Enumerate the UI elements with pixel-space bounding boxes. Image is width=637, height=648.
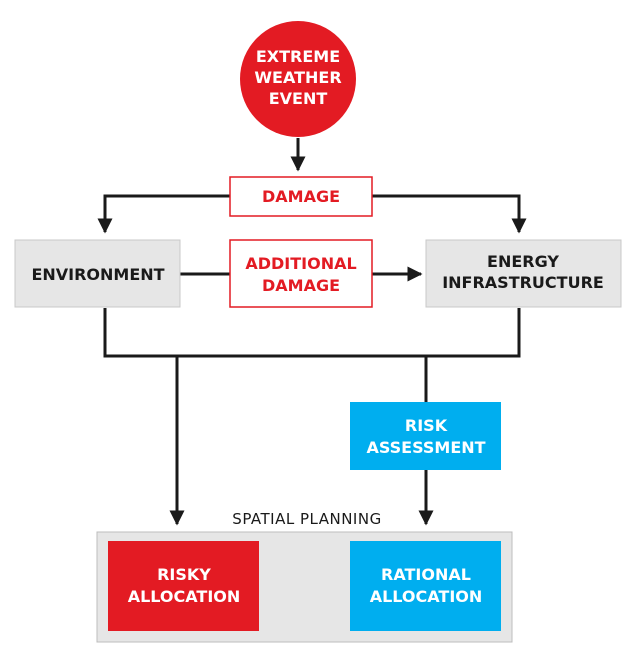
- rational-allocation-line2: ALLOCATION: [370, 587, 483, 606]
- additional-damage-line1: ADDITIONAL: [245, 254, 356, 273]
- event-line3: EVENT: [269, 89, 328, 108]
- merge-connector: [103, 308, 521, 358]
- damage-to-environment-arrow: [97, 194, 230, 234]
- event-line1: EXTREME: [256, 47, 340, 66]
- additional-damage-node: ADDITIONAL DAMAGE: [229, 239, 373, 308]
- damage-node: DAMAGE: [229, 176, 373, 217]
- energy-infrastructure-line1: ENERGY: [487, 252, 559, 271]
- additional-damage-line2: DAMAGE: [262, 276, 340, 295]
- environment-node: ENVIRONMENT: [14, 239, 181, 308]
- extreme-weather-event-node: EXTREME WEATHER EVENT: [240, 21, 356, 137]
- risk-assessment-line2: ASSESSMENT: [366, 438, 485, 457]
- rational-allocation-node: RATIONAL ALLOCATION: [350, 541, 501, 631]
- risk-assessment-line1: RISK: [405, 416, 448, 435]
- rational-allocation-line1: RATIONAL: [381, 565, 471, 584]
- environment-label: ENVIRONMENT: [31, 265, 164, 284]
- spatial-planning-label: SPATIAL PLANNING: [232, 510, 381, 528]
- connectors: [97, 138, 527, 526]
- risky-allocation-line2: ALLOCATION: [128, 587, 241, 606]
- damage-label: DAMAGE: [262, 187, 340, 206]
- risky-allocation-line1: RISKY: [157, 565, 211, 584]
- energy-infrastructure-node: ENERGY INFRASTRUCTURE: [425, 239, 622, 308]
- energy-infrastructure-line2: INFRASTRUCTURE: [442, 273, 604, 292]
- risk-assessment-node: RISK ASSESSMENT: [350, 402, 501, 470]
- event-line2: WEATHER: [254, 68, 341, 87]
- risky-allocation-node: RISKY ALLOCATION: [108, 541, 259, 631]
- damage-to-energy-arrow: [372, 194, 527, 234]
